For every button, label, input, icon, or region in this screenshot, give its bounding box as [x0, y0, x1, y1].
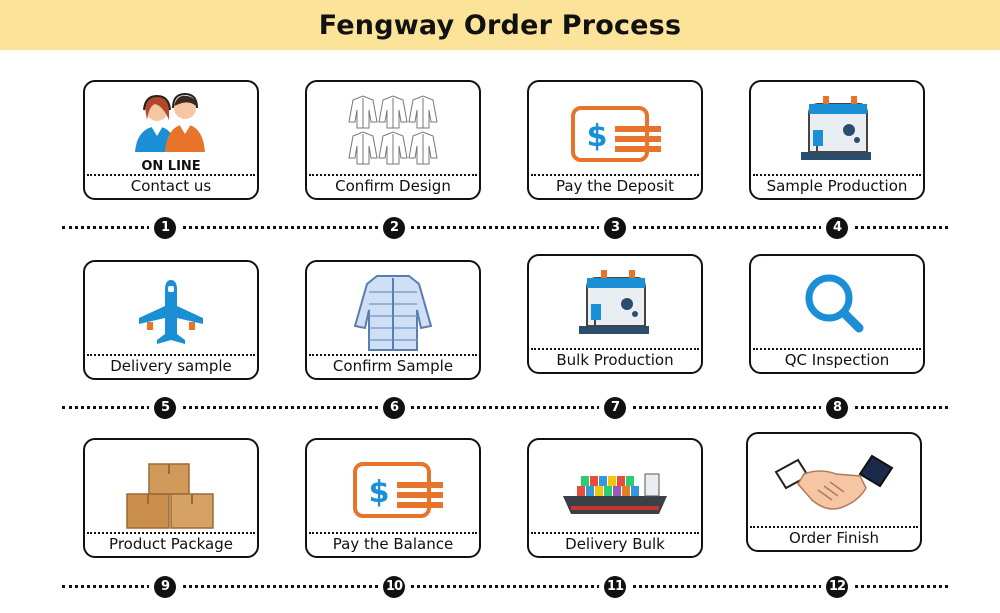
step-number: 10 [383, 576, 405, 598]
caption-divider [531, 532, 699, 534]
puffer-jacket-icon [353, 275, 433, 351]
step-label: Delivery Bulk [565, 535, 665, 553]
step-number: 7 [604, 397, 626, 419]
title-banner: Fengway Order Process [0, 0, 1000, 50]
handshake-icon [774, 454, 894, 510]
caption-divider [309, 174, 477, 176]
caption-divider [87, 174, 255, 176]
step-card-pay-deposit: $ Pay the Deposit [527, 80, 703, 200]
step-label: QC Inspection [784, 351, 890, 369]
step-label: Confirm Sample [332, 357, 454, 375]
svg-text:$: $ [369, 475, 390, 510]
step-number: 12 [826, 576, 848, 598]
row-separator [62, 585, 948, 588]
step-label: Order Finish [788, 529, 880, 547]
step-number: 4 [826, 217, 848, 239]
magnifier-icon [805, 274, 864, 333]
step-card-sample-production: Sample Production [749, 80, 925, 200]
caption-divider [87, 354, 255, 356]
cardboard-boxes-icon [126, 463, 214, 529]
online-support-icon: ON LINE [135, 92, 205, 174]
step-number: 11 [604, 576, 626, 598]
page-title: Fengway Order Process [318, 9, 682, 41]
cargo-ship-icon [563, 473, 667, 514]
row-separator [62, 406, 948, 409]
svg-text:$: $ [587, 119, 608, 154]
step-card-confirm-design: Confirm Design [305, 80, 481, 200]
caption-divider [531, 174, 699, 176]
step-number: 3 [604, 217, 626, 239]
row-separator [62, 226, 948, 229]
step-card-bulk-production: Bulk Production [527, 254, 703, 374]
step-card-qc-inspection: QC Inspection [749, 254, 925, 374]
step-card-confirm-sample: Confirm Sample [305, 260, 481, 380]
step-card-delivery-bulk: Delivery Bulk [527, 438, 703, 558]
step-number: 5 [154, 397, 176, 419]
step-label: Pay the Balance [332, 535, 454, 553]
step-card-pay-balance: $ Pay the Balance [305, 438, 481, 558]
step-label: Delivery sample [110, 357, 232, 375]
online-badge: ON LINE [141, 159, 200, 174]
airplane-icon [139, 280, 203, 344]
step-number: 6 [383, 397, 405, 419]
caption-divider [531, 348, 699, 350]
step-card-contact-us: ON LINE Contact us [83, 80, 259, 200]
step-label: Sample Production [766, 177, 908, 195]
step-number: 8 [826, 397, 848, 419]
payment-icon: $ [571, 106, 661, 162]
jacket-sketches-icon [348, 95, 438, 165]
step-label: Bulk Production [556, 351, 674, 369]
caption-divider [753, 348, 921, 350]
step-label: Confirm Design [335, 177, 451, 195]
step-card-delivery-sample: Delivery sample [83, 260, 259, 380]
caption-divider [309, 532, 477, 534]
step-label: Product Package [109, 535, 233, 553]
step-number: 9 [154, 576, 176, 598]
sewing-machine-icon [801, 96, 871, 160]
step-number: 1 [154, 217, 176, 239]
step-label: Pay the Deposit [556, 177, 674, 195]
step-card-order-finish: Order Finish [746, 432, 922, 552]
caption-divider [753, 174, 921, 176]
sewing-machine-icon [579, 270, 649, 334]
step-card-product-package: Product Package [83, 438, 259, 558]
step-label: Contact us [130, 177, 212, 195]
caption-divider [87, 532, 255, 534]
caption-divider [309, 354, 477, 356]
caption-divider [750, 526, 918, 528]
payment-icon: $ [353, 462, 443, 518]
step-number: 2 [383, 217, 405, 239]
